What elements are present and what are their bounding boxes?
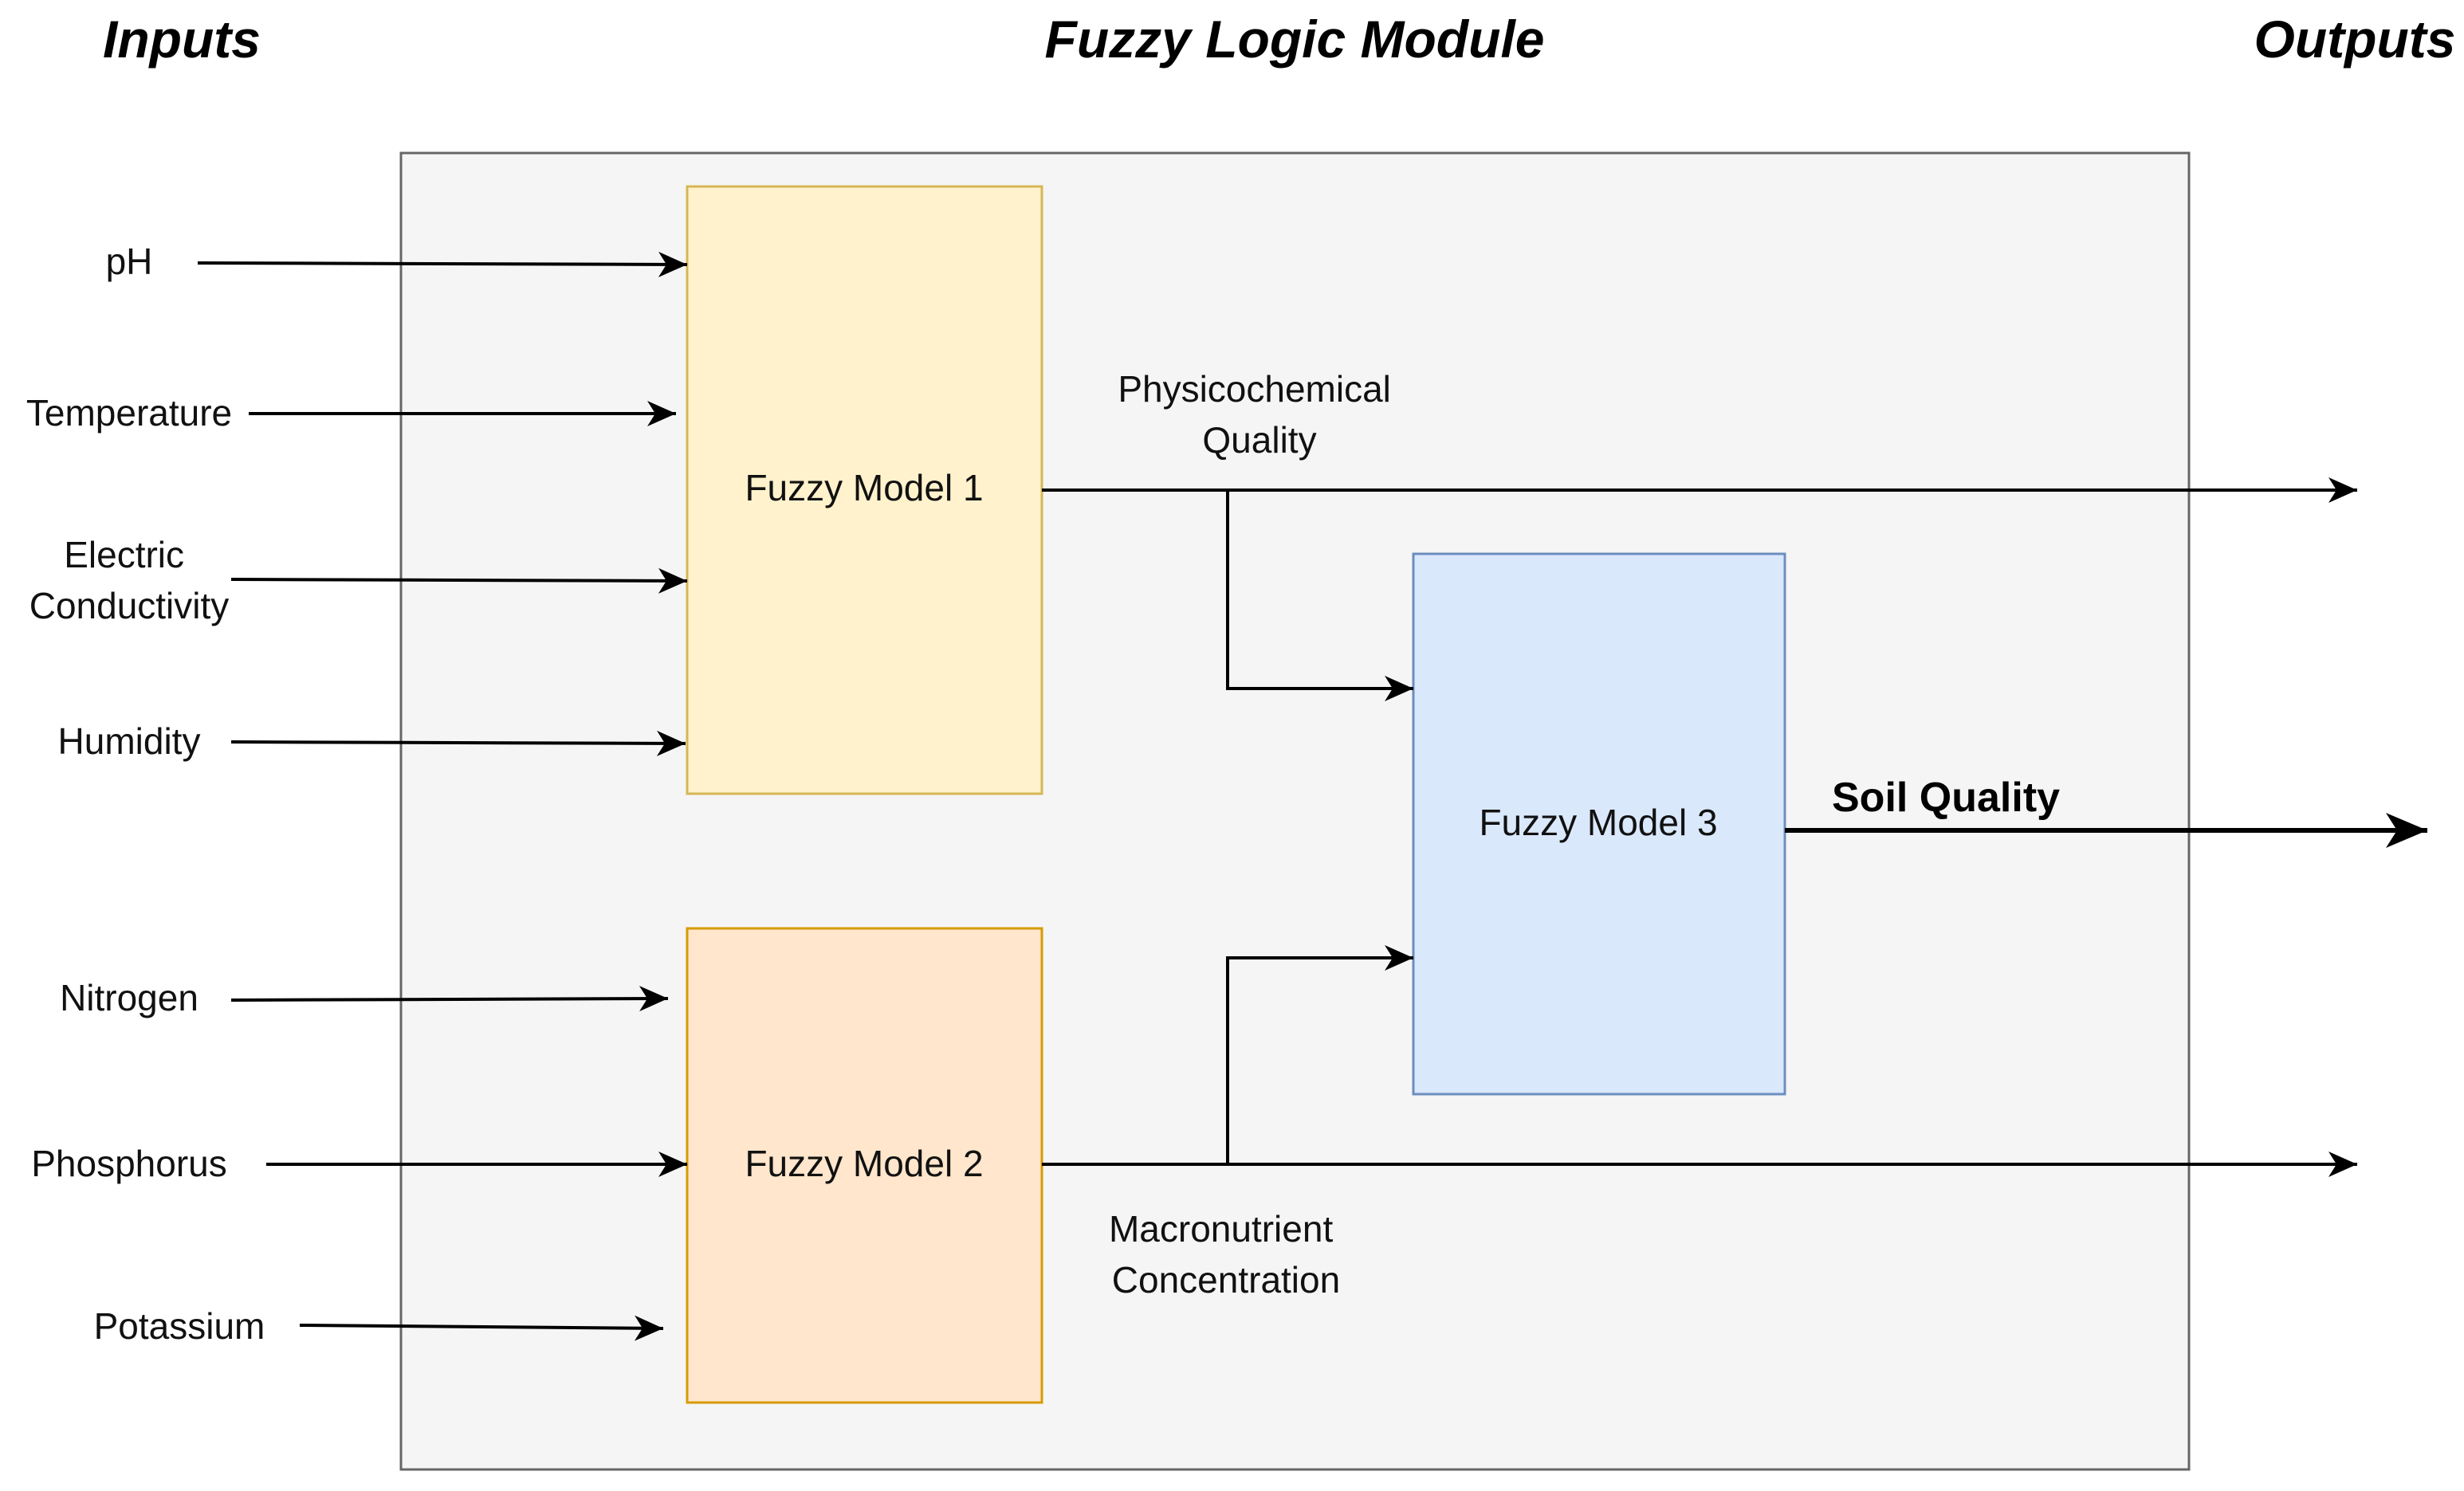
fuzzy-model-3-box <box>1412 552 1786 1096</box>
module-heading: Fuzzy Logic Module <box>1045 10 1545 69</box>
input-label-ph: pH <box>106 241 153 282</box>
macronutrient-concentration-label: Macronutrient Concentration <box>1109 1208 1343 1301</box>
fuzzy-model-1-label: Fuzzy Model 1 <box>745 467 983 508</box>
fuzzy-model-2-label: Fuzzy Model 2 <box>745 1143 983 1184</box>
arrow-model1-to-model3 <box>1226 490 1413 701</box>
arrow-potassium <box>299 1315 664 1341</box>
fuzzy-model-3: Fuzzy Model 3 <box>1412 552 1786 1096</box>
fuzzy-model-2-box <box>686 927 1043 1404</box>
arrow-nitrogen <box>230 986 669 1012</box>
input-label-humidity: Humidity <box>58 720 201 762</box>
physicochemical-quality-label: Physicochemical Quality <box>1118 368 1401 461</box>
arrow-humidity <box>230 730 686 756</box>
input-label-electric-conductivity: Electric Conductivity <box>29 534 230 626</box>
fuzzy-model-2: Fuzzy Model 2 <box>686 927 1043 1404</box>
outputs-heading: Outputs <box>2254 10 2456 69</box>
fuzzy-model-1: Fuzzy Model 1 <box>686 185 1043 795</box>
arrow-ph <box>197 251 688 277</box>
input-label-temperature: Temperature <box>26 392 232 434</box>
fuzzy-model-3-label: Fuzzy Model 3 <box>1479 802 1717 843</box>
inputs-heading: Inputs <box>103 10 261 69</box>
arrow-model2-to-model3 <box>1226 945 1413 1164</box>
arrow-electric-conductivity <box>230 567 688 594</box>
input-label-phosphorus: Phosphorus <box>31 1143 227 1184</box>
fuzzy-model-1-box <box>686 185 1043 795</box>
input-label-potassium: Potassium <box>94 1305 265 1347</box>
soil-quality-label: Soil Quality <box>1832 775 2060 821</box>
input-label-nitrogen: Nitrogen <box>60 977 198 1018</box>
